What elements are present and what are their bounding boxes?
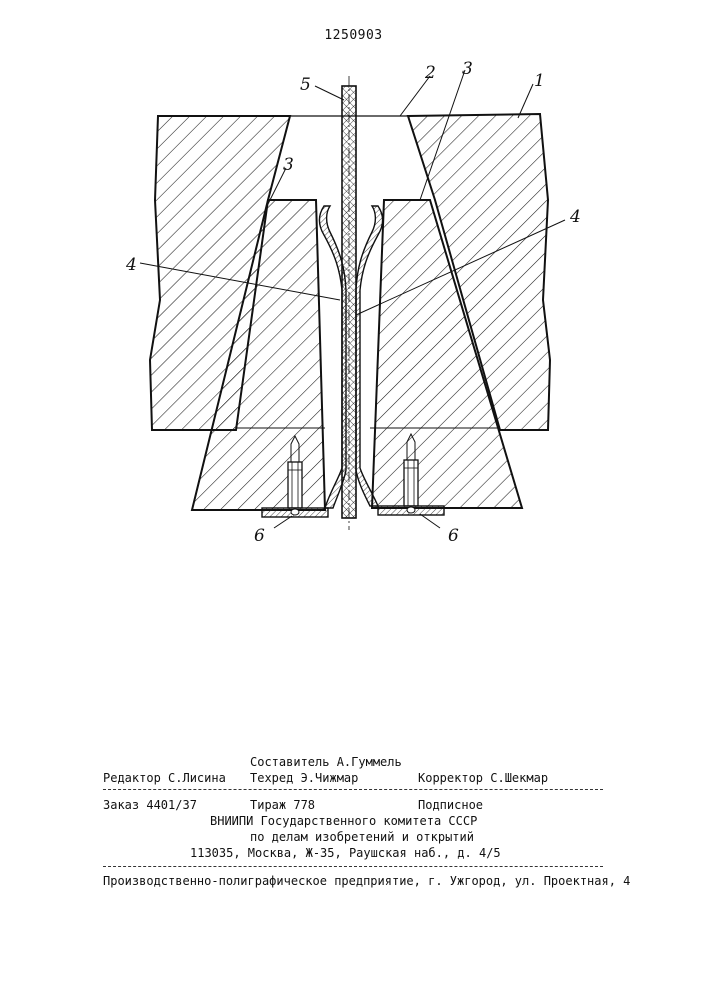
editor-line: Редактор С.Лисина [103, 771, 226, 785]
subscription-line: Подписное [418, 798, 483, 812]
address-line: 113035, Москва, Ж-35, Раушская наб., д. … [190, 846, 501, 860]
compiler-line: Составитель А.Гуммель [250, 755, 402, 769]
circulation-line: Тираж 778 [250, 798, 315, 812]
order-line: Заказ 4401/37 [103, 798, 197, 812]
corrector-line: Корректор С.Шекмар [418, 771, 548, 785]
printer-line: Производственно-полиграфическое предприя… [103, 874, 630, 888]
divider-top [103, 789, 603, 790]
techred-line: Техред Э.Чижмар [250, 771, 358, 785]
organization-line-1: ВНИИПИ Государственного комитета СССР [210, 814, 477, 828]
divider-bottom [103, 866, 603, 867]
organization-line-2: по делам изобретений и открытий [250, 830, 474, 844]
